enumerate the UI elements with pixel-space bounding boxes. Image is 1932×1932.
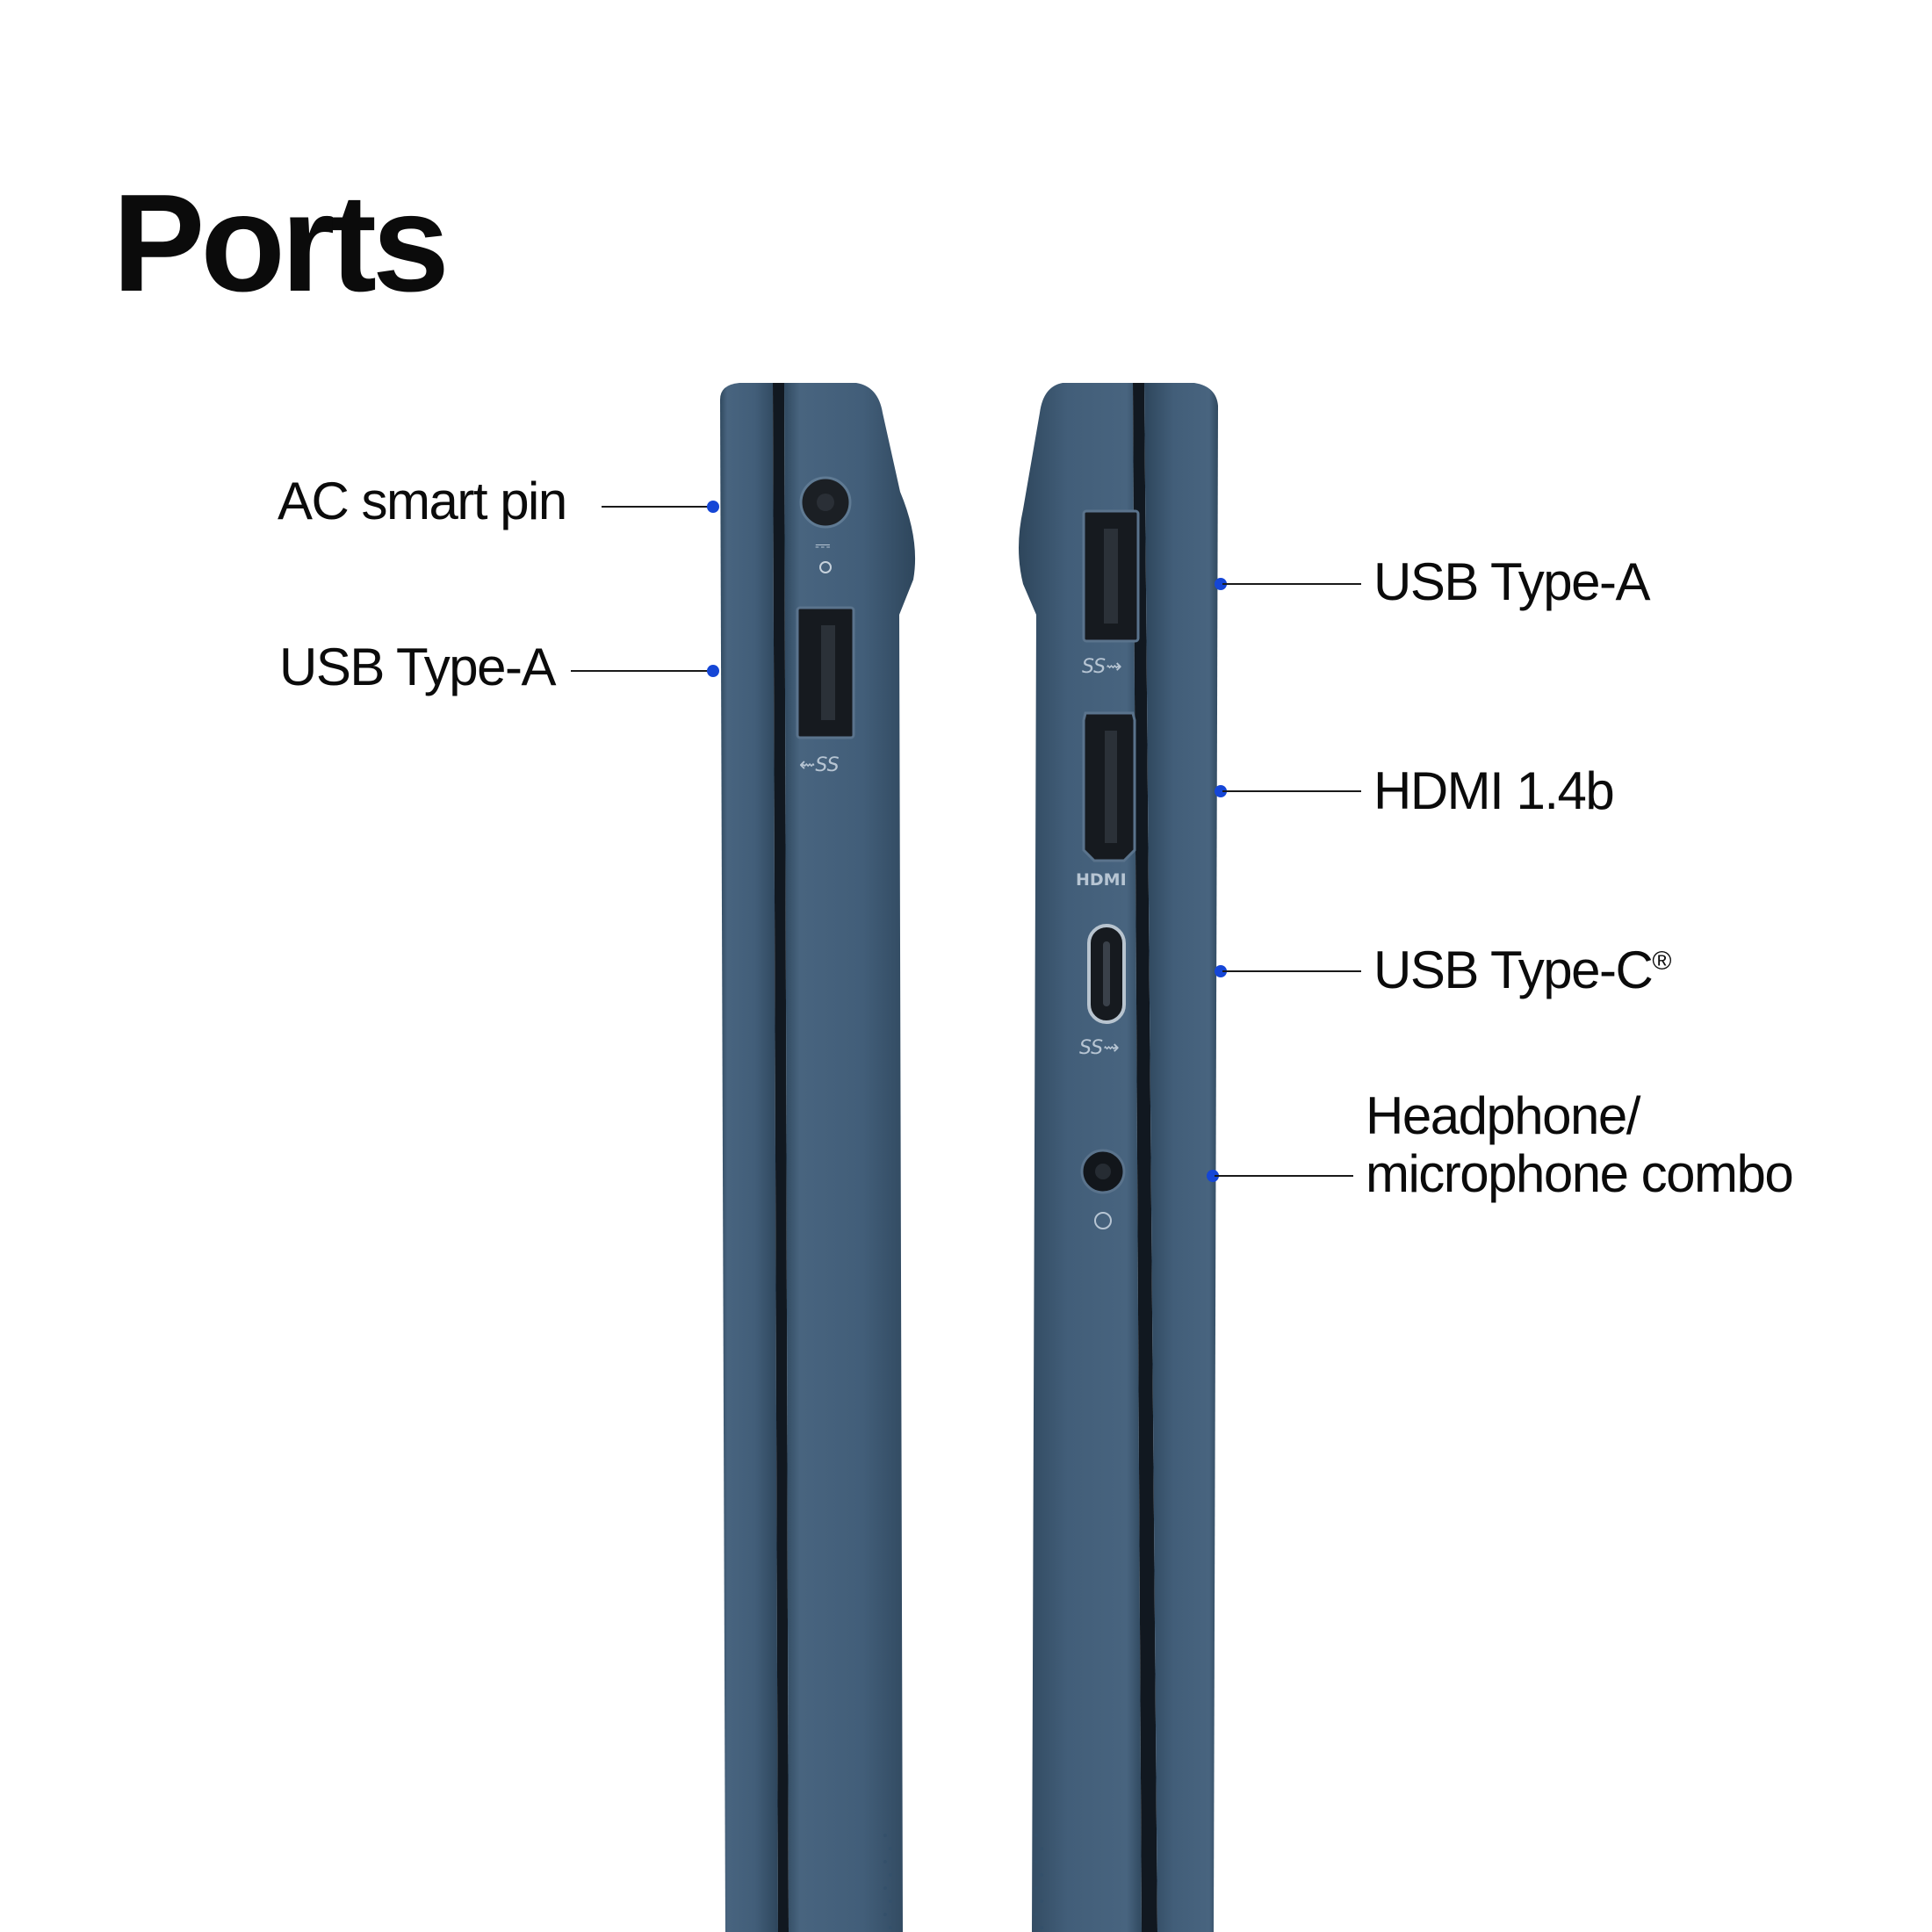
callout-label-headphone-line1: Headphone/ — [1366, 1086, 1640, 1145]
callout-label-usb-type-a-right: USB Type-A — [1373, 552, 1651, 611]
svg-text:SS⇝: SS⇝ — [1079, 1037, 1120, 1059]
callout-line — [602, 506, 710, 508]
page-title: Ports — [112, 165, 450, 321]
svg-text:⇜SS: ⇜SS — [799, 754, 840, 776]
callout-label-usb-type-c: USB Type-C® — [1373, 941, 1671, 999]
callout-dot — [1215, 578, 1227, 590]
svg-text:SS⇝: SS⇝ — [1082, 656, 1122, 678]
callout-line — [1222, 583, 1361, 585]
right-laptop-side: SS⇝ HDMI SS⇝ — [1019, 383, 1218, 1932]
callout-label-usb-type-a-left: USB Type-A — [279, 638, 557, 696]
svg-text:HDMI: HDMI — [1076, 870, 1127, 890]
registered-mark: ® — [1652, 947, 1671, 976]
callout-line — [571, 670, 711, 672]
svg-text:⎓: ⎓ — [815, 535, 831, 557]
left-laptop-side: ⎓ ⇜SS — [720, 383, 916, 1932]
callout-line — [1222, 970, 1361, 972]
usb-type-c-text: USB Type-C — [1373, 941, 1654, 999]
callout-line — [1215, 1175, 1353, 1177]
callout-label-ac-smart-pin: AC smart pin — [278, 472, 567, 530]
callout-dot — [707, 501, 719, 513]
callout-label-headphone-line2: microphone combo — [1366, 1144, 1794, 1203]
callout-dot — [1215, 965, 1227, 977]
callout-dot — [1215, 785, 1227, 797]
callout-label-hdmi: HDMI 1.4b — [1373, 761, 1615, 820]
callout-dot — [1207, 1170, 1219, 1182]
callout-line — [1222, 790, 1361, 792]
callout-dot — [707, 665, 719, 677]
